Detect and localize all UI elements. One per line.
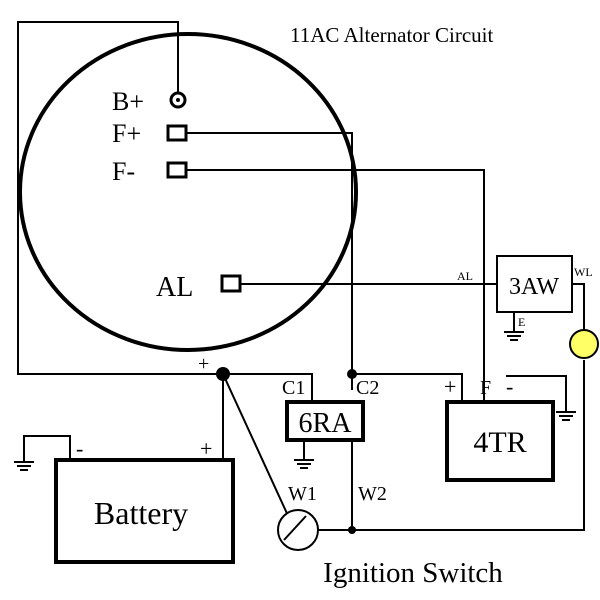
relay-3aw-e-label: E xyxy=(518,315,525,329)
relay-3aw-label: 3AW xyxy=(509,274,559,300)
regulator-4tr-f-label: F xyxy=(480,377,491,399)
wire-wl-to-lamp xyxy=(572,283,585,330)
terminal-f-minus-label: F- xyxy=(112,157,135,186)
ignition-switch-contact xyxy=(283,515,307,541)
relay-6ra-w1-label: W1 xyxy=(288,483,317,505)
wire-c2-to-regulator xyxy=(352,373,463,400)
diagram-title: 11AC Alternator Circuit xyxy=(290,23,494,47)
wire-b-plus xyxy=(17,21,223,375)
relay-6ra-c2-label: C2 xyxy=(356,377,379,399)
relay-6ra-w2-label: W2 xyxy=(358,483,387,505)
wire-junction-to-c1 xyxy=(223,373,313,402)
regulator-4tr-box xyxy=(445,400,555,482)
alternator-housing xyxy=(18,32,358,352)
battery-plus-label: + xyxy=(200,436,212,461)
wire-regulator-ground xyxy=(506,375,567,412)
terminal-f-plus-label: F+ xyxy=(112,119,141,148)
wire-battery-ground xyxy=(23,435,71,462)
relay-6ra-c1-label: C1 xyxy=(282,377,305,399)
ignition-switch: Ignition Switch xyxy=(277,509,503,589)
wire-f-plus xyxy=(186,132,353,390)
battery-minus-label: - xyxy=(76,436,83,461)
relay-3aw-wl-label: WL xyxy=(574,265,593,279)
terminal-al-label: AL xyxy=(156,272,193,303)
regulator-4tr: 4TR + F - xyxy=(444,374,555,482)
regulator-4tr-plus-label: + xyxy=(444,374,456,399)
wire-f-minus xyxy=(186,169,485,400)
wire-to-ignition-switch xyxy=(222,373,291,521)
c2-junction-dot xyxy=(347,369,357,379)
relay-6ra: 6RA C1 C2 W1 W2 xyxy=(282,377,387,505)
terminal-b-plus-center xyxy=(176,98,180,102)
battery: Battery - + xyxy=(54,436,235,564)
regulator-4tr-minus-label: - xyxy=(506,374,513,399)
warning-lamp xyxy=(569,329,599,359)
wire-switch-output xyxy=(318,360,585,531)
ground-symbol-battery xyxy=(14,461,34,471)
relay-3aw: 3AW AL WL E xyxy=(457,255,593,329)
terminal-b-plus-label: B+ xyxy=(112,87,144,116)
regulator-4tr-label: 4TR xyxy=(473,426,526,459)
main-junction-dot xyxy=(216,367,230,381)
ground-symbol-6ra xyxy=(294,459,314,469)
relay-6ra-box xyxy=(285,400,365,442)
switch-bus-junction-dot xyxy=(348,526,356,534)
battery-label: Battery xyxy=(94,495,188,531)
alternator: B+ F+ F- AL xyxy=(18,32,358,352)
battery-box xyxy=(54,458,235,564)
ignition-switch-label: Ignition Switch xyxy=(323,557,503,589)
ignition-switch-body xyxy=(277,509,319,551)
relay-3aw-al-label: AL xyxy=(457,269,473,283)
terminal-f-plus xyxy=(166,124,188,142)
ground-symbol-4tr xyxy=(556,411,576,421)
relay-3aw-box xyxy=(496,255,573,313)
terminal-al xyxy=(220,274,242,293)
wiring xyxy=(17,21,585,531)
junction-plus-label: + xyxy=(198,353,209,375)
relay-6ra-label: 6RA xyxy=(299,408,353,439)
terminal-f-minus xyxy=(166,161,188,179)
ground-symbol-3aw xyxy=(504,331,524,341)
